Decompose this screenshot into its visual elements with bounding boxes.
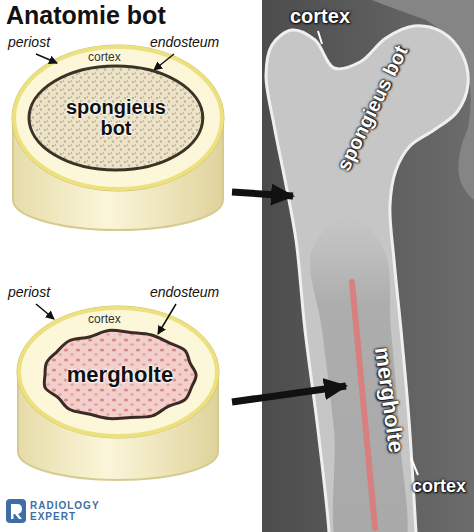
cortex-ring — [19, 308, 217, 436]
leader-line — [411, 458, 418, 475]
endosteum-outline — [29, 66, 203, 170]
femur-xray — [266, 26, 468, 532]
xray-cortex-label: cortex — [412, 477, 466, 497]
big-pointer-arrow — [232, 192, 293, 196]
xray-cortex-label: cortex — [290, 5, 350, 27]
region-label: spongieus bot — [57, 97, 175, 139]
cortex-label: cortex — [88, 51, 121, 64]
logo-icon — [6, 499, 26, 523]
periosteum-outline — [12, 45, 224, 191]
endosteum-label: endosteum — [150, 35, 219, 50]
logo-text: RADIOLOGY EXPERT — [30, 500, 104, 522]
pointer-arrow — [158, 304, 176, 334]
marrow-region: mergholte — [39, 327, 201, 423]
pointer-arrow — [36, 304, 54, 319]
diagram-title: Anatomie bot — [6, 2, 166, 30]
cortex-label: cortex — [88, 313, 121, 326]
region-label: mergholte — [67, 363, 173, 386]
logo-glyph — [11, 504, 22, 519]
endosteum-label: endosteum — [150, 285, 219, 300]
medullary-canal — [310, 215, 408, 532]
periost-label: periost — [8, 35, 50, 50]
pointer-arrow — [154, 54, 174, 70]
periost-label: periost — [8, 285, 50, 300]
pointer-arrow — [36, 54, 57, 63]
endosteum-outline — [44, 330, 196, 418]
big-pointer-arrow — [232, 386, 346, 402]
periosteum-outline — [17, 306, 219, 438]
spongy-bone-region: spongieus bot — [27, 64, 205, 172]
marrow-marker-line — [352, 282, 375, 528]
cortex-ring — [14, 47, 222, 189]
leader-line — [318, 31, 322, 44]
